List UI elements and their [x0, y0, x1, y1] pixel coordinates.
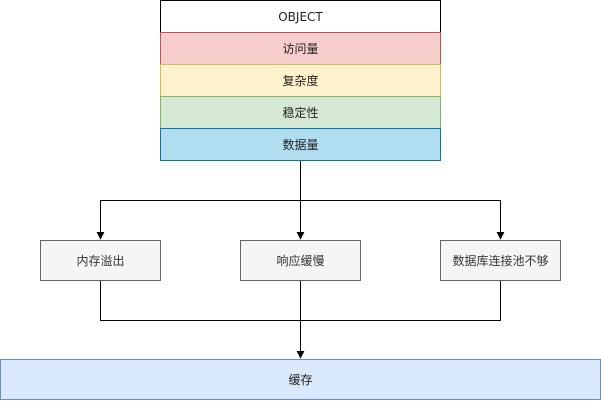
connector-object-to-memory-overflow — [96, 160, 301, 240]
problem-box-slow-response[interactable]: 响应缓慢 — [240, 240, 361, 281]
connector-memory-overflow-to-cache — [100, 281, 301, 321]
attribute-row-data-volume[interactable]: 数据量 — [160, 128, 441, 161]
attribute-row-visits[interactable]: 访问量 — [160, 32, 441, 65]
problem-box-connection-pool[interactable]: 数据库连接池不够 — [440, 240, 561, 281]
attribute-row-complexity[interactable]: 复杂度 — [160, 64, 441, 97]
solution-box-cache[interactable]: 缓存 — [0, 359, 601, 400]
connector-connection-pool-to-cache — [300, 281, 501, 321]
problem-box-memory-overflow[interactable]: 内存溢出 — [40, 240, 161, 281]
attribute-row-stability[interactable]: 稳定性 — [160, 96, 441, 129]
connector-object-to-connection-pool — [300, 200, 505, 240]
object-title[interactable]: OBJECT — [160, 0, 441, 33]
